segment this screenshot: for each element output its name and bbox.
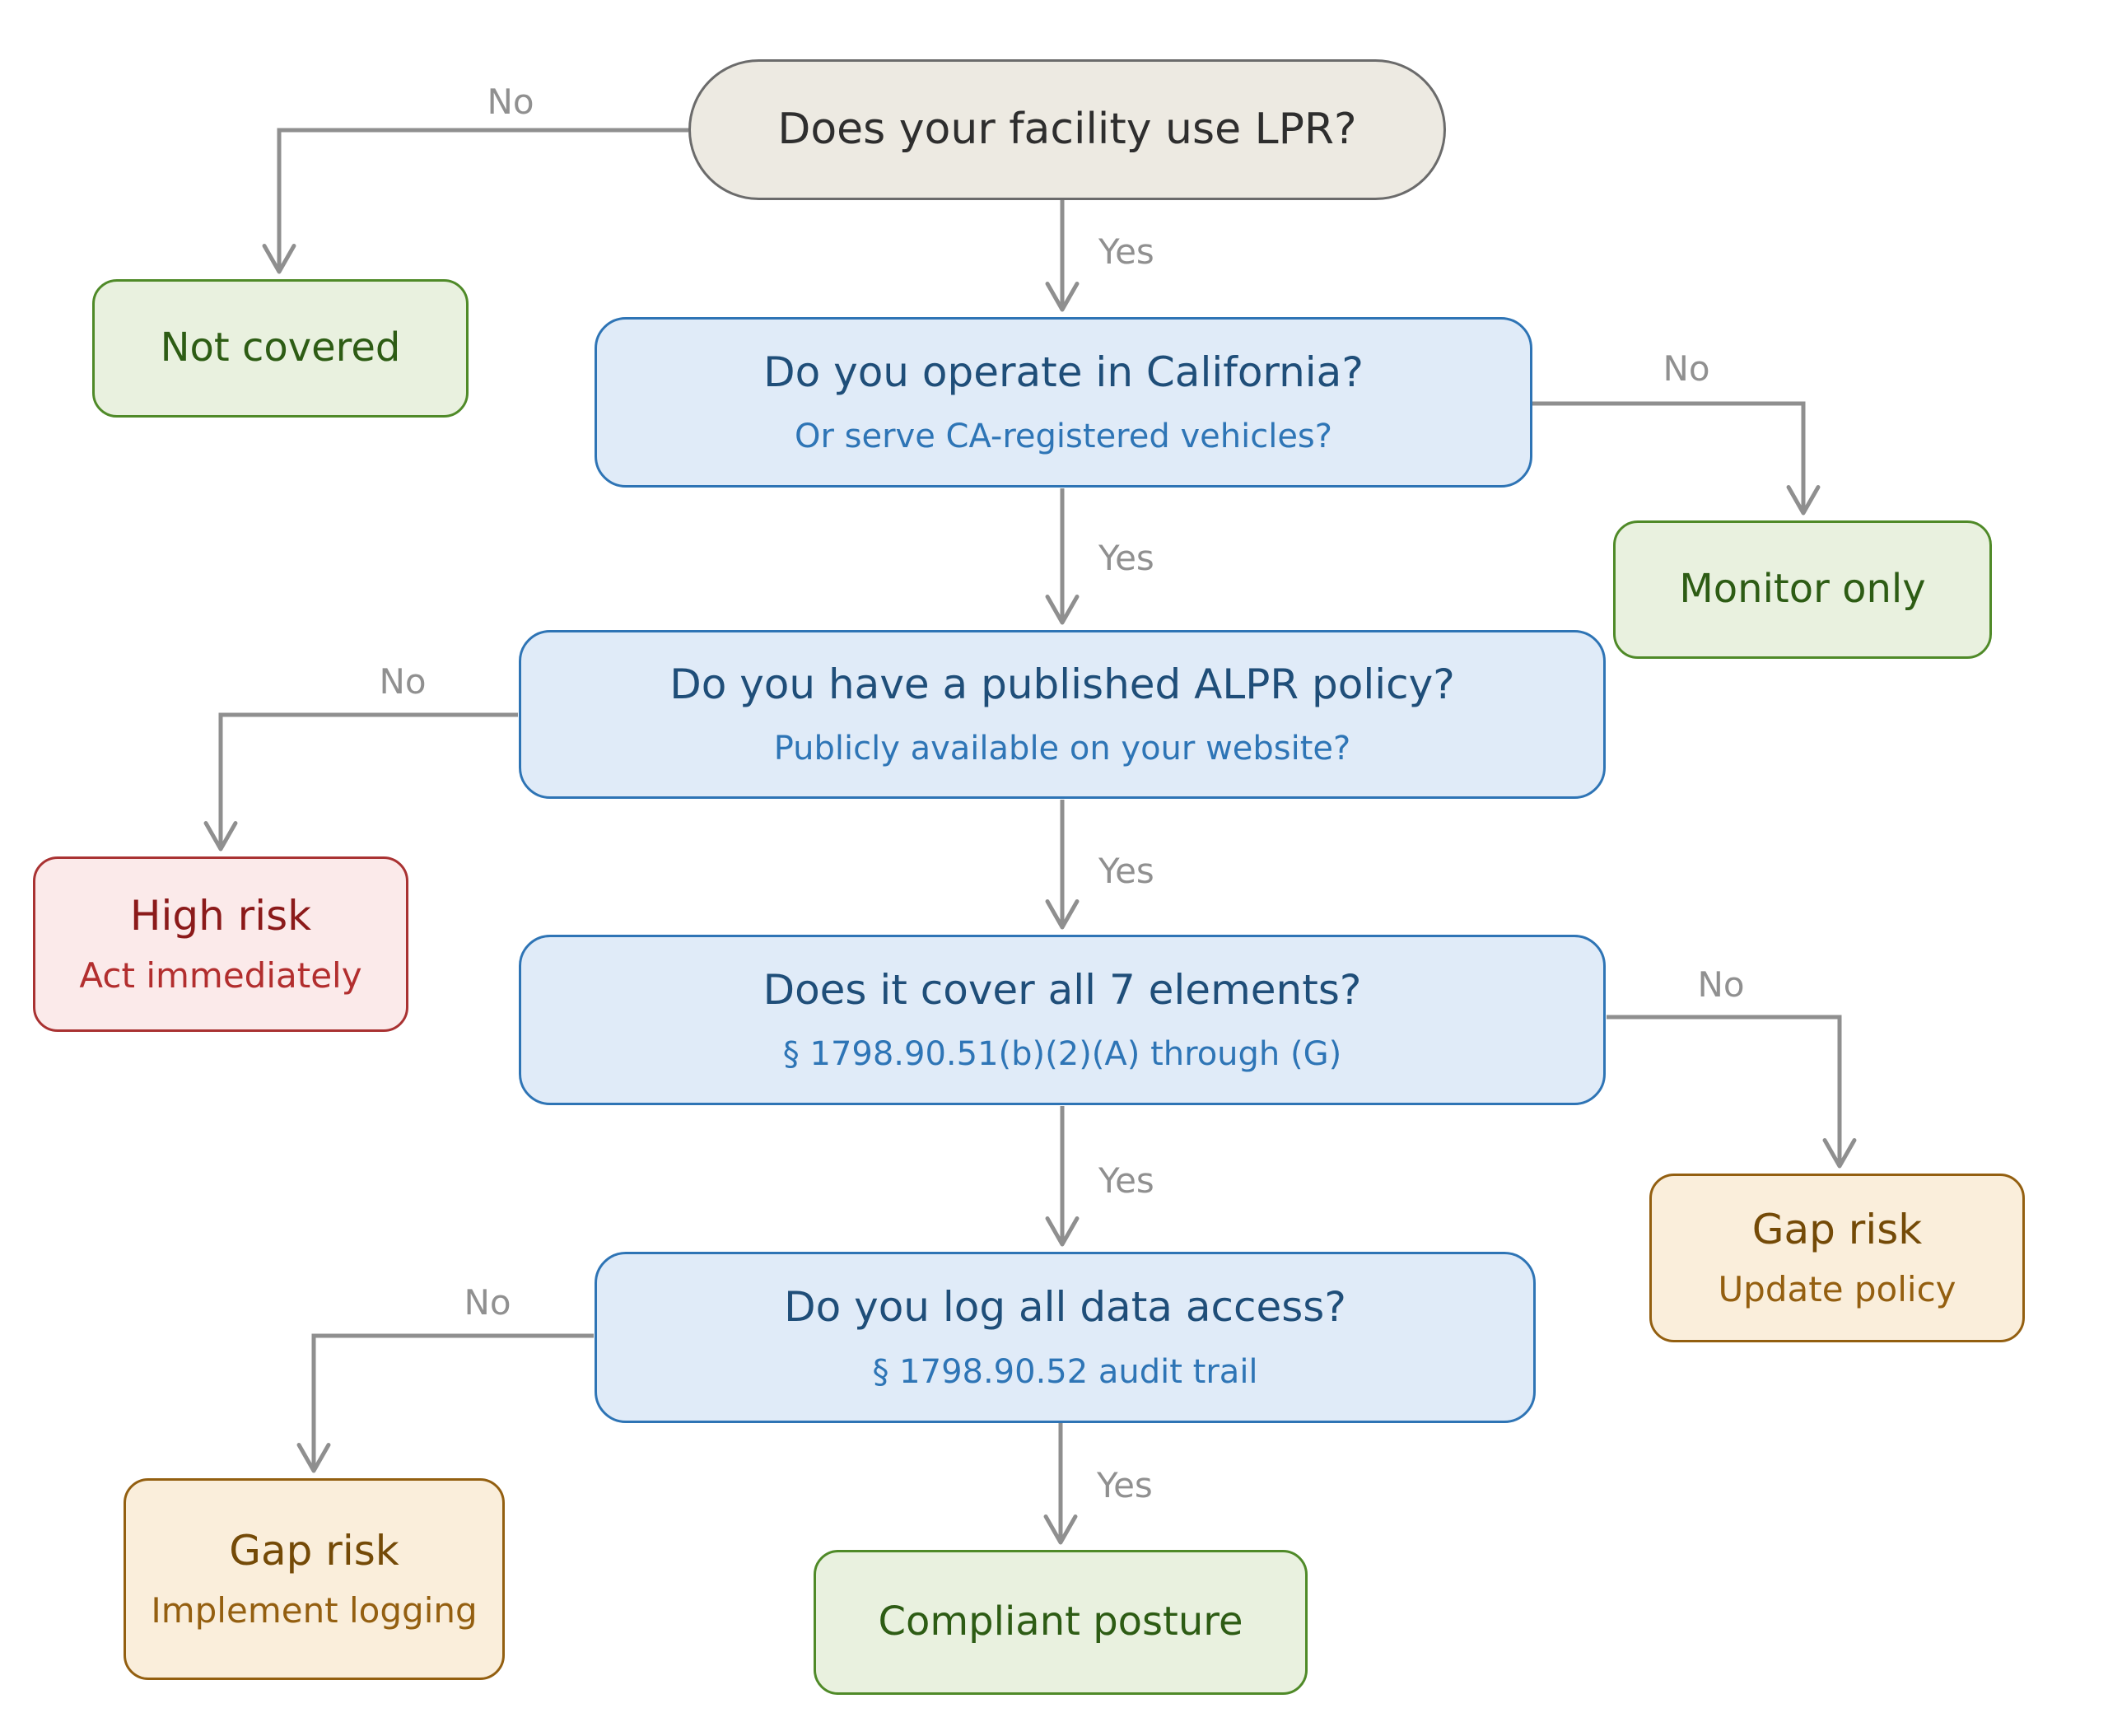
node-q-california-sublabel: Or serve CA-registered vehicles? [794,418,1332,456]
node-q-logging-label: Do you log all data access? [784,1283,1346,1332]
node-q-california-label: Do you operate in California? [763,348,1364,396]
node-not-covered-label: Not covered [160,324,401,371]
edge-logging-to-gap-logging [296,1333,594,1473]
edge-start-to-not-covered [262,128,688,274]
node-compliant: Compliant posture [814,1550,1308,1695]
edge-label-yes-5: Yes [1096,1465,1153,1505]
edge-label-no-1: No [487,82,534,122]
node-gap-risk-policy-sublabel: Update policy [1718,1269,1956,1310]
node-q-elements: Does it cover all 7 elements? § 1798.90.… [519,935,1606,1105]
edge-label-no-4: No [1697,964,1744,1005]
node-q-elements-label: Does it cover all 7 elements? [763,965,1362,1014]
edge-label-yes-2: Yes [1098,538,1154,578]
node-gap-risk-logging: Gap risk Implement logging [124,1478,505,1680]
node-compliant-label: Compliant posture [878,1598,1243,1645]
edge-label-no-3: No [379,661,426,702]
node-q-policy-sublabel: Publicly available on your website? [773,730,1351,768]
edge-label-no-2: No [1663,348,1709,389]
node-monitor-only: Monitor only [1613,520,1992,659]
node-q-policy-label: Do you have a published ALPR policy? [669,660,1455,708]
edge-policy-to-high-risk [203,712,518,852]
node-gap-risk-logging-sublabel: Implement logging [151,1590,478,1631]
node-q-policy: Do you have a published ALPR policy? Pub… [519,630,1606,799]
node-q-logging: Do you log all data access? § 1798.90.52… [595,1252,1536,1423]
node-q-elements-sublabel: § 1798.90.51(b)(2)(A) through (G) [782,1035,1342,1074]
node-q-logging-sublabel: § 1798.90.52 audit trail [872,1352,1258,1391]
edge-label-no-5: No [464,1282,511,1323]
node-high-risk-sublabel: Act immediately [79,955,362,996]
node-gap-risk-policy: Gap risk Update policy [1649,1174,2025,1342]
node-start: Does your facility use LPR? [688,59,1446,200]
node-not-covered: Not covered [92,279,469,418]
node-gap-risk-logging-label: Gap risk [229,1526,399,1575]
edge-california-to-monitor [1532,401,1821,516]
node-gap-risk-policy-label: Gap risk [1751,1205,1923,1253]
edge-elements-to-gap-policy [1607,1015,1857,1169]
edge-label-yes-3: Yes [1098,851,1154,891]
edge-label-yes-4: Yes [1098,1160,1154,1201]
node-monitor-only-label: Monitor only [1679,566,1926,613]
edge-label-yes-1: Yes [1098,231,1154,272]
node-q-california: Do you operate in California? Or serve C… [595,317,1532,488]
node-start-label: Does your facility use LPR? [777,104,1357,154]
node-high-risk: High risk Act immediately [33,856,408,1032]
node-high-risk-label: High risk [129,891,312,940]
